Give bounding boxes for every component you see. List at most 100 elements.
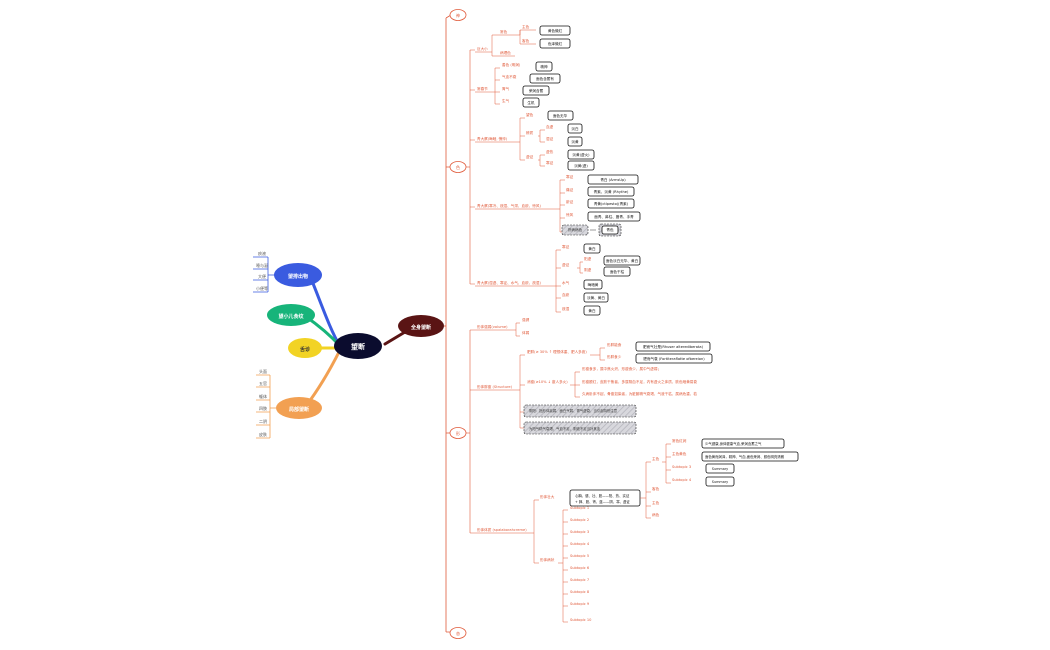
subtopic-item[interactable]: Subtopic 4 [570, 542, 590, 546]
svg-text:生气[interactable]: 生气 [502, 98, 510, 103]
svg-text:淡黄: 淡黄 [571, 139, 579, 144]
svg-text:面色含蓄有: 面色含蓄有 [536, 76, 554, 81]
svg-text:形瘦食多，属中焦火炽，形瘦食少，属中气虚弱；[interactable]: 形瘦食多，属中焦火炽，形瘦食少，属中气虚弱； [582, 366, 661, 371]
branch-blue[interactable]: 望排出物 [274, 263, 322, 287]
svg-text:寒证[interactable]: 寒证 [562, 244, 570, 249]
svg-text:虚证[interactable]: 虚证 [562, 262, 570, 267]
svg-text:辨质[interactable]: 辨质 [526, 130, 534, 135]
orange-child-4[interactable]: 四肢 [259, 405, 267, 411]
svg-text:消瘦(≥10% ↓ 瘦人多火)[interactable]: 消瘦(≥10% ↓ 瘦人多火) [527, 379, 568, 384]
svg-text:虚证[interactable]: 虚证 [526, 154, 534, 159]
svg-text:血瘀[interactable]: 血瘀 [562, 292, 570, 297]
subtopic-item[interactable]: Subtopic 10 [570, 618, 592, 622]
xing-g3-label[interactable]: 形体体质 (spalaborahcreme) [477, 527, 527, 532]
svg-text:强健[interactable]: 强健 [522, 317, 530, 322]
spine-node-xing[interactable]: 形 [449, 427, 467, 439]
se-g1-c1[interactable]: 常色 [500, 29, 508, 34]
xing-g3-leaf-line2: + 肺、胆、肾、蓝——阴、寒、虚证 [575, 499, 630, 504]
svg-text:主色[interactable]: 主色 [652, 500, 660, 505]
branch-main-label: 全身望断 [410, 324, 431, 331]
svg-text:淡黄(虚火): 淡黄(虚火) [572, 152, 590, 157]
svg-text:客色[interactable]: 客色 [652, 486, 660, 491]
svg-text:善色 (明润)[interactable]: 善色 (明润) [502, 62, 521, 67]
svg-text:惊风[interactable]: 惊风 [566, 212, 574, 217]
blue-child-3[interactable]: 大便 [258, 273, 266, 279]
spine-node-tai[interactable]: 态 [449, 627, 467, 639]
svg-text:晦暗黄: 晦暗黄 [588, 282, 599, 287]
svg-text:痛证[interactable]: 痛证 [566, 187, 574, 192]
svg-text:气血不衰[interactable]: 气血不衰 [502, 74, 517, 79]
blue-child-1[interactable]: 痰液 [258, 250, 266, 256]
svg-text:常色红润[interactable]: 常色红润 [672, 438, 687, 443]
svg-text:体弱[interactable]: 体弱 [522, 330, 530, 335]
svg-text:主色[interactable]: 主色 [522, 24, 530, 29]
spine-node-se[interactable]: 色 [449, 161, 467, 173]
subtopic-item[interactable]: Subtopic 5 [570, 554, 589, 558]
center-node[interactable]: 望断 [334, 333, 382, 359]
svg-text:主色黄色[interactable]: 主色黄色 [672, 451, 687, 456]
svg-text:主色[interactable]: 主色 [652, 456, 660, 461]
se-g5-label[interactable]: 青大察(湿虚、寒证、水气、血瘀、痰湿) [477, 280, 541, 285]
branch-main[interactable]: 全身望断 [398, 315, 444, 337]
svg-text:寒证[interactable]: 寒证 [546, 160, 554, 165]
spine-node-shen[interactable]: 神 [449, 9, 467, 21]
svg-text:形胖能食[interactable]: 形胖能食 [607, 342, 622, 347]
blue-child-4[interactable]: 小便等 [256, 285, 268, 291]
svg-text:青色: 青色 [606, 227, 614, 232]
svg-text:形瘦颧红，皮肤干焦者，多属阴血不足，内有虚火之体质，肤色暗黄[interactable]: 形瘦颧红，皮肤干焦者，多属阴血不足，内有虚火之体质，肤色暗黄易衰 [582, 379, 697, 384]
svg-text:Subtopic 3[interactable]: Subtopic 3 [672, 465, 691, 469]
svg-text:客色[interactable]: 客色 [522, 38, 530, 43]
svg-text:寒证[interactable]: 寒证 [566, 174, 574, 179]
se-g4-hatched[interactable]: 肝病病色 青色 [561, 223, 622, 237]
xing-note-1[interactable]: 阴阳：指形体羸弱、面白气弱、胃气虚衰，当引起特别注意 [523, 404, 637, 418]
svg-text:形体壮大[interactable]: 形体壮大 [540, 494, 555, 499]
se-g4-label[interactable]: 青大察(寒冷、痰湿、气滞、血瘀、惊风) [477, 203, 541, 208]
svg-text:水气[interactable]: 水气 [562, 280, 570, 285]
subtopic-item[interactable]: Subtopic 2 [570, 518, 589, 522]
svg-text:血虚[interactable]: 血虚 [546, 124, 554, 129]
svg-text:阳虚[interactable]: 阳虚 [584, 256, 592, 261]
orange-child-3[interactable]: 躯体 [259, 393, 267, 399]
branch-orange[interactable]: 局部望断 [276, 397, 322, 419]
se-g2-label[interactable]: 常春节 [477, 86, 488, 91]
se-g1-leaf-2: 色泽微红 [548, 41, 563, 46]
orange-child-5[interactable]: 二阴 [259, 418, 267, 424]
svg-text:形体病状[interactable]: 形体病状 [540, 557, 555, 562]
svg-text:久病卧床不起，骨瘦如柴者，为脏腑精气衰竭，气液干枯，属病危重[interactable]: 久病卧床不起，骨瘦如柴者，为脏腑精气衰竭，气液干枯，属病危重，若 [582, 391, 697, 396]
svg-text:望色[interactable]: 望色 [526, 112, 534, 117]
svg-text:阴虚[interactable]: 阴虚 [584, 267, 592, 272]
svg-text:胃气[interactable]: 胃气 [502, 86, 510, 91]
svg-text:病色[interactable]: 病色 [652, 512, 660, 517]
svg-text:肥胖(≥ 30% ↑ 理想体重、肥人多痰)[interactable]: 肥胖(≥ 30% ↑ 理想体重、肥人多痰) [527, 349, 587, 354]
orange-child-2[interactable]: 五官 [259, 380, 267, 386]
svg-text:青白 (ArmsUp): 青白 (ArmsUp) [600, 177, 626, 182]
xing-g1-label[interactable]: 形体强弱(volume) [477, 324, 508, 329]
xing-g2-label[interactable]: 形体胖瘦 (Structure) [477, 384, 513, 389]
se-g1-label[interactable]: 巨大小 [477, 46, 488, 51]
svg-text:虚热[interactable]: 虚热 [546, 149, 554, 154]
svg-text:黄白: 黄白 [588, 246, 596, 251]
branch-yellow[interactable]: 舌诊 [288, 338, 322, 358]
subtopic-item[interactable]: Subtopic 6 [570, 566, 590, 570]
se-g1-c2[interactable]: 病理色 [500, 50, 511, 55]
svg-text:Subtopic 4[interactable]: Subtopic 4 [672, 478, 692, 482]
subtopic-item[interactable]: Subtopic 3 [570, 530, 589, 534]
subtopic-item[interactable]: Subtopic 1 [570, 506, 589, 510]
subtopic-item[interactable]: Subtopic 8 [570, 590, 590, 594]
se-g3-label[interactable]: 青大察(晦暗, 憔悴) [477, 136, 508, 141]
blue-child-2[interactable]: 唾与涎 [256, 262, 268, 268]
branch-blue-label: 望排出物 [288, 273, 308, 280]
subtopic-item[interactable]: Subtopic 9 [570, 602, 590, 606]
subtopic-item[interactable]: Subtopic 7 [570, 578, 589, 582]
svg-text:湿证[interactable]: 湿证 [546, 136, 554, 141]
orange-child-6[interactable]: 皮肤 [259, 431, 267, 437]
svg-text:荣润含蓄: 荣润含蓄 [529, 88, 544, 93]
orange-child-1[interactable]: 头面 [259, 368, 267, 374]
xing-note-2[interactable]: 为阳气精气衰竭，气血不足、阴液不足当补其血 [523, 421, 637, 435]
svg-text:面青、鼻柱、唇青、手青: 面青、鼻柱、唇青、手青 [594, 214, 634, 219]
svg-text:瘀证[interactable]: 瘀证 [566, 199, 574, 204]
svg-text:面色淡白无华、黄白: 面色淡白无华、黄白 [606, 258, 639, 263]
svg-text:形胖食少[interactable]: 形胖食少 [607, 354, 622, 359]
svg-text:痰湿[interactable]: 痰湿 [562, 306, 570, 311]
branch-green[interactable]: 望小儿食纹 [267, 304, 315, 326]
